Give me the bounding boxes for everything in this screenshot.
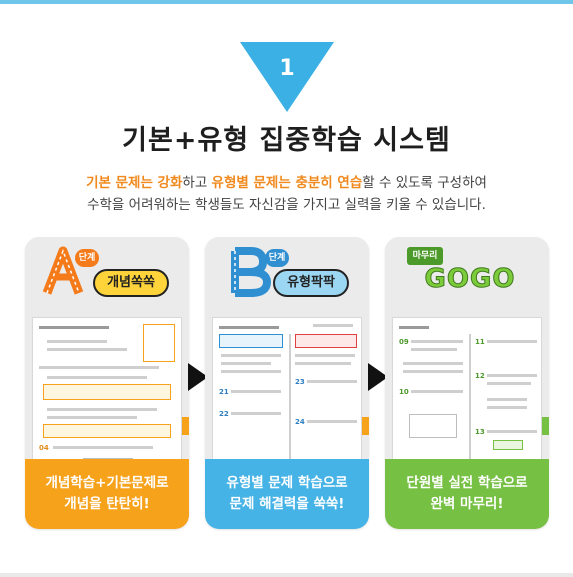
description: 기본 문제는 강화하고 유형별 문제는 충분히 연습할 수 있도록 구성하여 수… xyxy=(0,172,573,216)
card-a-side-tab xyxy=(182,417,189,435)
step-triangle: 1 xyxy=(240,42,334,112)
card-b-badge: 단계 xyxy=(265,249,289,267)
highlight-basic: 기본 문제는 강화 xyxy=(86,175,183,191)
step-number: 1 xyxy=(279,56,295,81)
arrow-right-icon xyxy=(368,363,388,391)
card-c-footer: 단원별 실전 학습으로 완벽 마무리! xyxy=(385,459,549,529)
description-line-1: 기본 문제는 강화하고 유형별 문제는 충분히 연습할 수 있도록 구성하여 xyxy=(0,172,573,194)
description-line-2: 수학을 어려워하는 학생들도 자신감을 가지고 실력을 키울 수 있습니다. xyxy=(87,197,486,213)
card-c-logo: GOGO xyxy=(424,264,516,295)
card-c-footer-line-1: 단원별 실전 학습으로 xyxy=(406,475,528,491)
card-c-side-tab xyxy=(542,417,549,435)
card-stage-b: 단계 유형팍팍 21 22 23 24 유형별 문제 학습으로 문제 해결력을 … xyxy=(205,237,369,529)
card-c-badge: 마무리 xyxy=(407,247,443,265)
letter-b-logo xyxy=(231,247,271,297)
card-b-footer-line-2: 문제 해결력을 쑥쑥! xyxy=(229,496,345,512)
card-a-footer: 개념학습+기본문제로 개념을 탄탄히! xyxy=(25,459,189,529)
card-a-badge: 단계 xyxy=(75,249,99,267)
card-a-footer-line-1: 개념학습+기본문제로 xyxy=(45,475,169,491)
bottom-divider xyxy=(0,573,573,577)
desc-text-2: 할 수 있도록 구성하여 xyxy=(362,175,487,191)
card-a-page-preview: 04 xyxy=(32,317,182,493)
desc-text-1: 하고 xyxy=(182,175,212,191)
top-accent-bar xyxy=(0,0,573,4)
arrow-right-icon xyxy=(188,363,208,391)
card-c-header: 마무리 GOGO xyxy=(385,237,549,303)
card-b-label: 유형팍팍 xyxy=(273,269,349,297)
card-b-footer: 유형별 문제 학습으로 문제 해결력을 쑥쑥! xyxy=(205,459,369,529)
card-a-footer-line-2: 개념을 탄탄히! xyxy=(64,496,150,512)
card-b-side-tab xyxy=(362,417,369,435)
triangle-shape xyxy=(240,42,334,112)
highlight-type: 유형별 문제는 충분히 연습 xyxy=(211,175,363,191)
card-c-footer-line-2: 완벽 마무리! xyxy=(430,496,504,512)
letter-a-logo xyxy=(42,246,84,295)
card-stage-a: 단계 개념쏙쏙 04 개념학습+기본문제로 개념을 탄탄히! xyxy=(25,237,189,529)
card-stage-c: 마무리 GOGO 09 10 11 12 13 단원별 실전 학습으로 완벽 마… xyxy=(385,237,549,529)
card-a-label: 개념쏙쏙 xyxy=(93,269,169,297)
card-b-header: 단계 유형팍팍 xyxy=(205,237,369,303)
page-title: 기본+유형 집중학습 시스템 xyxy=(122,125,451,156)
card-b-footer-line-1: 유형별 문제 학습으로 xyxy=(226,475,348,491)
card-a-header: 단계 개념쏙쏙 xyxy=(25,237,189,303)
